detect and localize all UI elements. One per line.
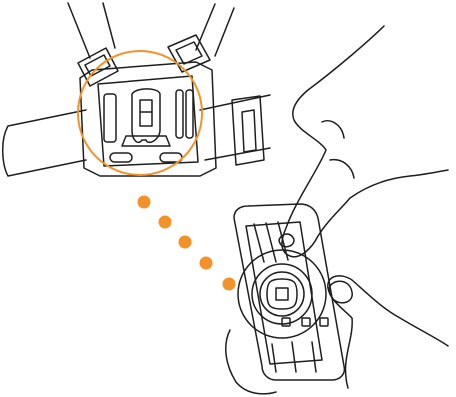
right-shoulder-strap [196, 4, 234, 56]
center-clip-mount [132, 89, 160, 142]
connector-dot-1 [138, 196, 151, 209]
side-buckle-slot [242, 110, 256, 152]
holder-bottom-tabs [272, 342, 316, 372]
pointing-hand [282, 26, 448, 257]
chest-harness [3, 3, 270, 176]
plate-right-slot-a [176, 90, 183, 138]
holding-hand [226, 276, 448, 394]
connector-dot-5 [223, 278, 236, 291]
phone-holder-body [234, 204, 344, 380]
plate-bottom-slot-left [110, 153, 132, 162]
phone-holder-assembly [226, 26, 448, 394]
plate-left-slot [104, 94, 116, 142]
holder-bottom-slot-1 [282, 318, 290, 326]
connector-dot-4 [200, 257, 213, 270]
plate-right-slot-b [186, 90, 193, 138]
mount-disc-center [276, 288, 288, 300]
pointing-hand-knuckle [322, 121, 354, 178]
left-shoulder-strap [68, 3, 115, 58]
mount-disc-middle [252, 264, 312, 324]
center-clip-inner [140, 100, 152, 126]
connector-dot-3 [179, 236, 192, 249]
holding-thumb [329, 281, 352, 303]
holder-bottom-slot-3 [320, 318, 328, 326]
mount-disc-cross-clip [267, 279, 297, 309]
holder-bottom-slot-2 [302, 318, 310, 326]
left-side-strap [3, 110, 86, 176]
connector-dot-2 [159, 216, 172, 229]
